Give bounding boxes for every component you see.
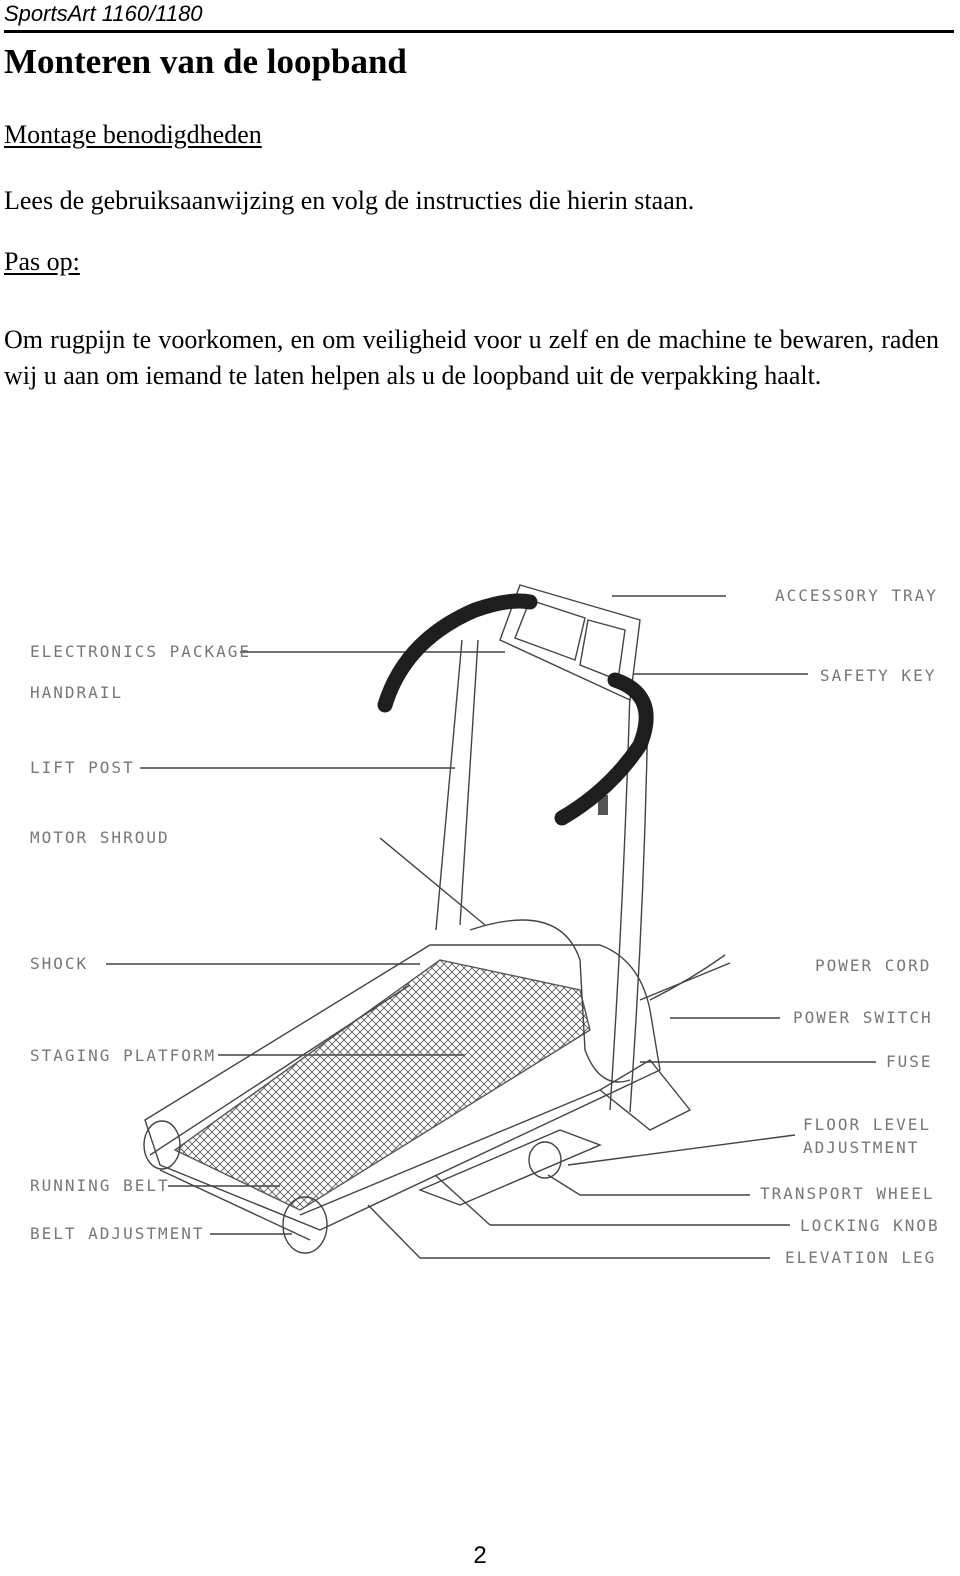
label-handrail: HANDRAIL	[30, 683, 124, 702]
label-motor-shroud: MOTOR SHROUD	[30, 828, 170, 847]
intro-paragraph: Lees de gebruiksaanwijzing en volg de in…	[4, 186, 695, 215]
label-shock: SHOCK	[30, 954, 89, 973]
label-safety-key: SAFETY KEY	[820, 666, 937, 685]
treadmill-diagram: ACCESSORY TRAY ELECTRONICS PACKAGE SAFET…	[0, 570, 960, 1290]
running-title: SportsArt 1160/1180	[4, 1, 203, 26]
label-floor-level-adjustment: FLOOR LEVEL	[803, 1115, 931, 1134]
label-accessory-tray: ACCESSORY TRAY	[775, 586, 938, 605]
label-fuse: FUSE	[886, 1052, 933, 1071]
page-title: Monteren van de loopband	[4, 42, 407, 81]
warning-paragraph: Om rugpijn te voorkomen, en om veilighei…	[4, 325, 939, 390]
running-header: SportsArt 1160/1180	[4, 0, 954, 33]
label-staging-platform: STAGING PLATFORM	[30, 1046, 217, 1065]
label-floor-level-adjustment-line2: ADJUSTMENT	[803, 1138, 920, 1157]
label-power-switch: POWER SWITCH	[793, 1008, 933, 1027]
label-electronics-package: ELECTRONICS PACKAGE	[30, 642, 252, 661]
treadmill-illustration	[106, 584, 876, 1259]
label-locking-knob: LOCKING KNOB	[800, 1216, 940, 1235]
label-belt-adjustment: BELT ADJUSTMENT	[30, 1224, 205, 1243]
section-subtitle: Montage benodigdheden	[4, 120, 262, 149]
warning-label: Pas op:	[4, 247, 80, 276]
label-power-cord: POWER CORD	[815, 956, 932, 975]
label-lift-post: LIFT POST	[30, 758, 135, 777]
label-running-belt: RUNNING BELT	[30, 1176, 170, 1195]
page-number: 2	[473, 1542, 487, 1569]
label-transport-wheel: TRANSPORT WHEEL	[760, 1184, 935, 1203]
label-elevation-leg: ELEVATION LEG	[785, 1248, 937, 1267]
